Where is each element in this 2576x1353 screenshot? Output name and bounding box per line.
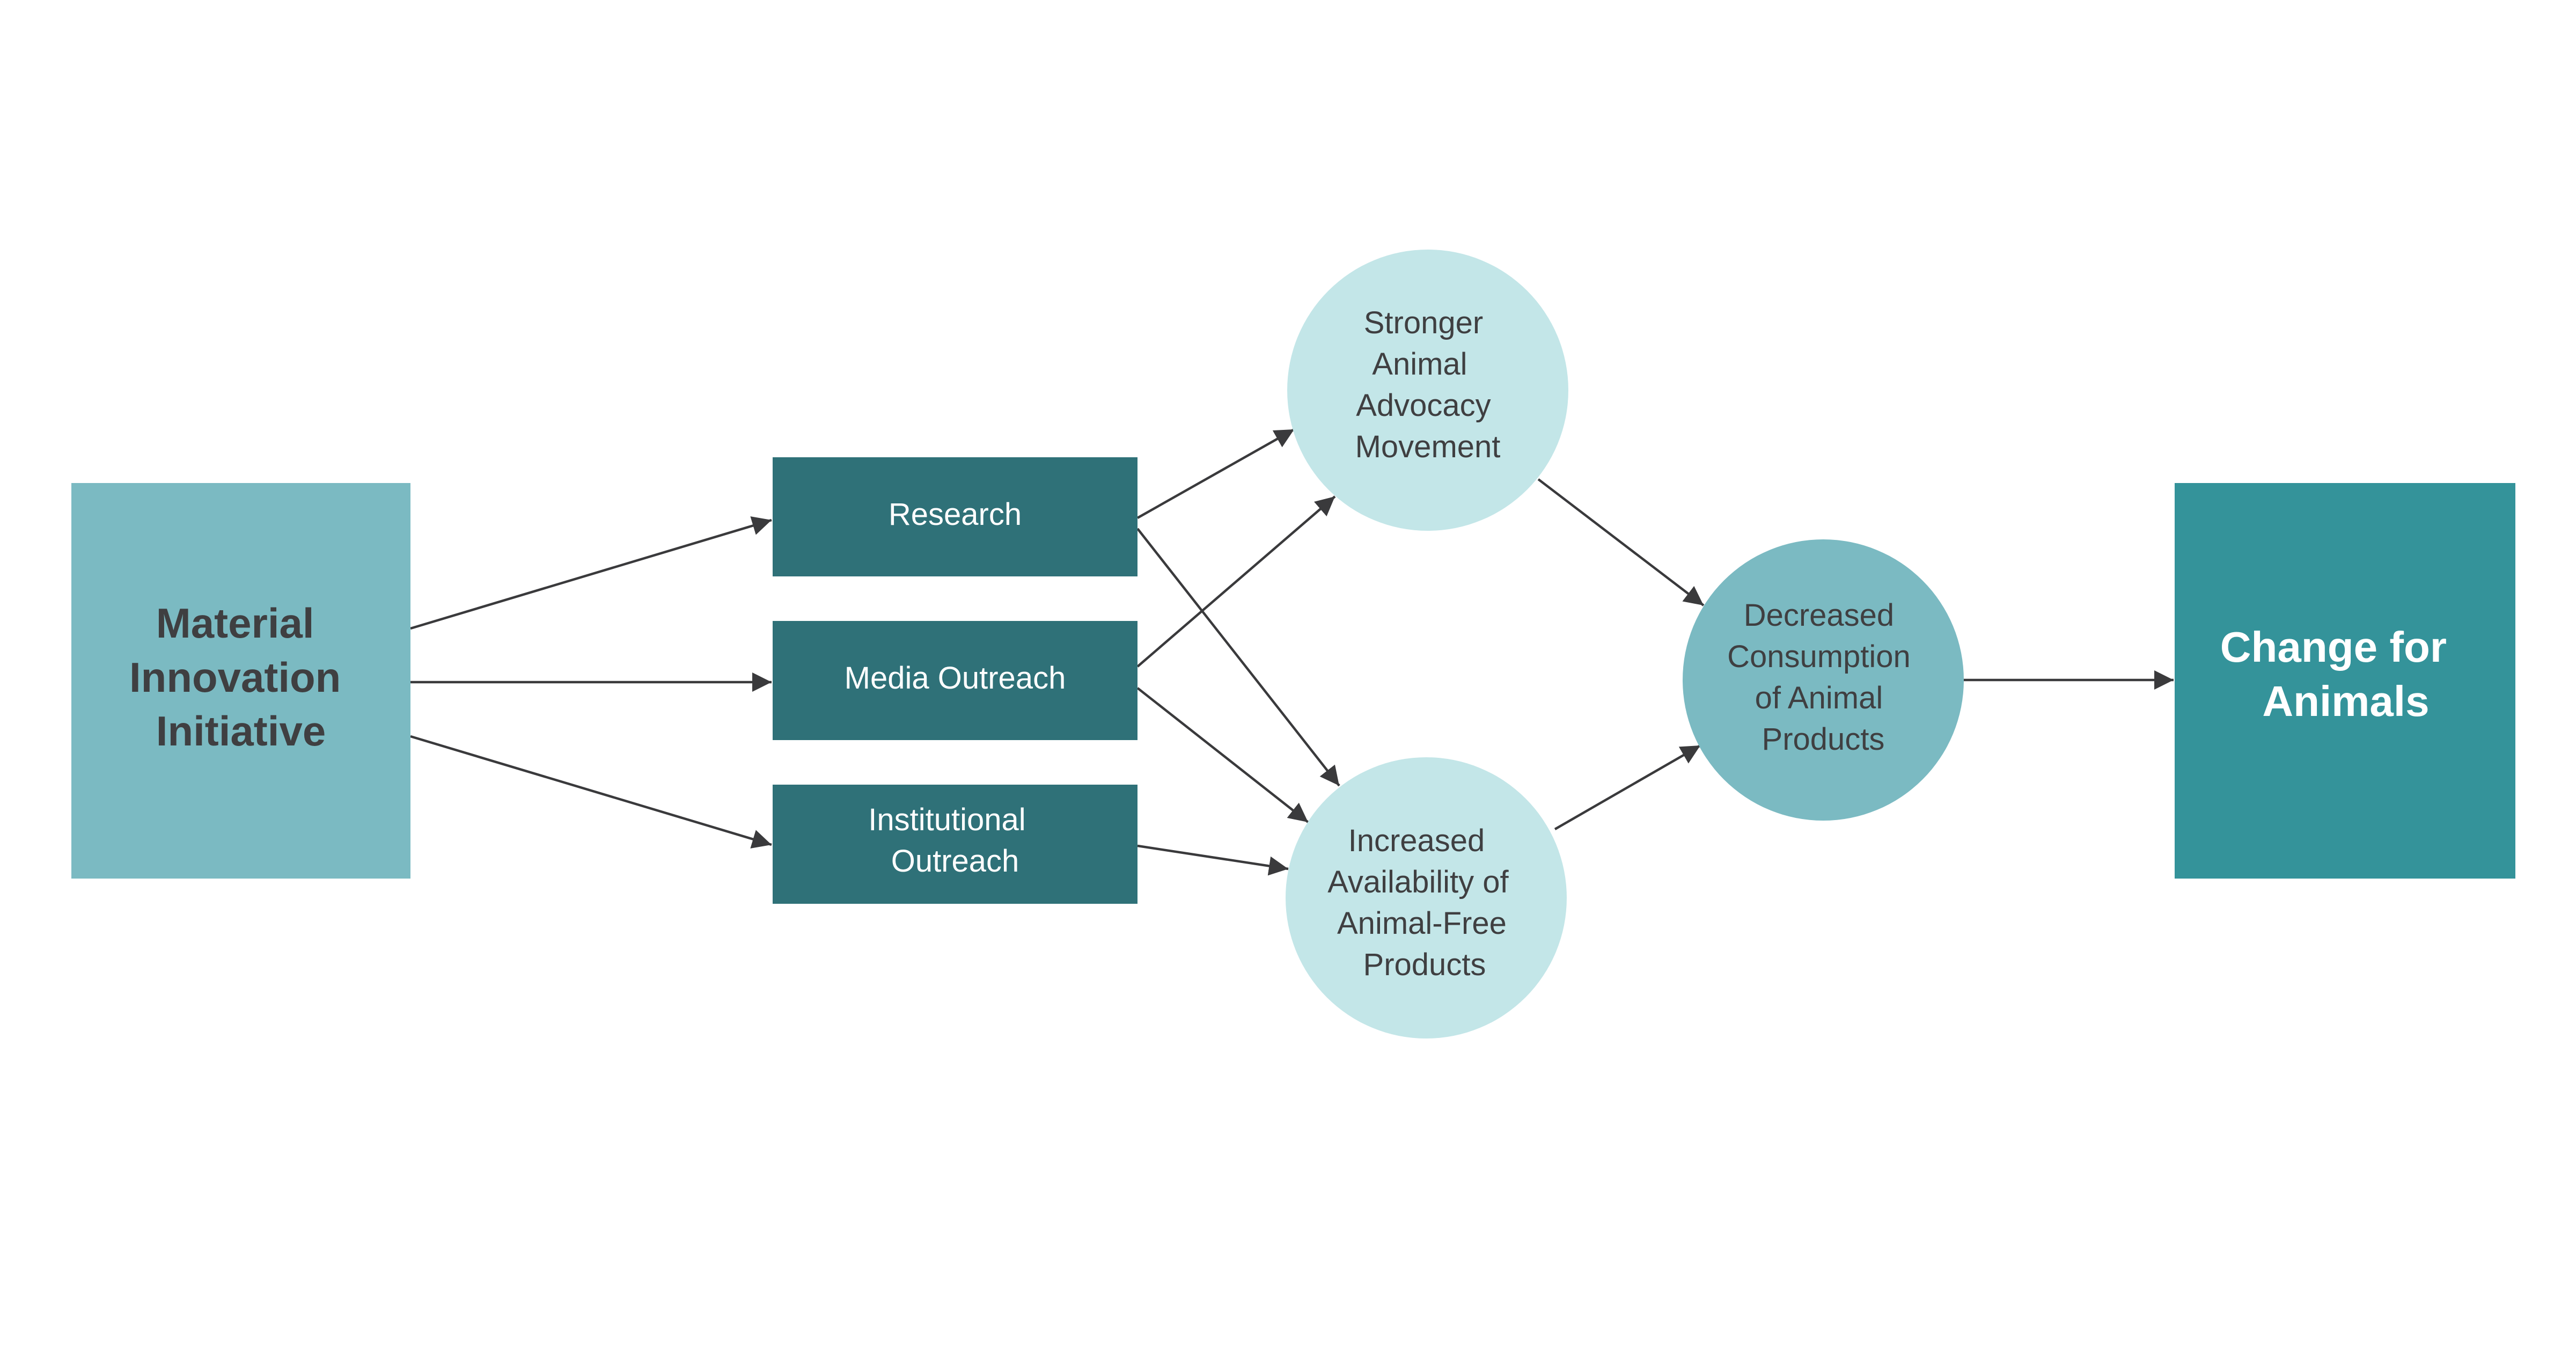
connector-arrows (410, 428, 2174, 876)
arrow-research-to-availability (1136, 528, 1340, 787)
node-institutional-outreach: Institutional Outreach (773, 785, 1137, 904)
node-increased-availability-of-animal-free-products: Increased Availability of Animal-Free Pr… (1286, 757, 1567, 1038)
node-research-line-1: Research (889, 497, 1022, 532)
node-decreased-consumption-line-3: of Animal (1755, 681, 1883, 715)
node-institutional-outreach-line-1: Institutional (868, 802, 1025, 837)
node-stronger-animal-advocacy-movement-line-4: Movement (1355, 429, 1501, 464)
node-increased-availability-line-1: Increased (1348, 823, 1485, 858)
node-increased-availability-line-3: Animal-Free (1337, 906, 1507, 941)
node-change-for-animals-line-2: Animals (2262, 677, 2429, 725)
arrow-advocacy-to-consumption (1537, 478, 1705, 606)
node-material-innovation-initiative-line-1: Material (156, 599, 314, 647)
node-research-shape (773, 457, 1137, 576)
svg-text:Stronger Animal Ad: Stronger Animal Advocacy Movement (1355, 305, 1501, 464)
svg-text:Media Outreach: Media Outreach (845, 661, 1066, 696)
node-institutional-outreach-shape (773, 785, 1137, 904)
node-increased-availability-line-2: Availability of (1327, 865, 1509, 899)
node-increased-availability-line-4: Products (1363, 947, 1486, 982)
node-stronger-animal-advocacy-movement-line-1: Stronger (1364, 305, 1483, 340)
node-research: Research (773, 457, 1137, 576)
node-decreased-consumption-line-1: Decreased (1744, 598, 1894, 633)
svg-text:Change for Animals: Change for Animals (2220, 623, 2458, 725)
node-stronger-animal-advocacy-movement-shape (1287, 250, 1568, 531)
node-media-outreach: Media Outreach (773, 621, 1137, 740)
node-media-outreach-shape (773, 621, 1137, 740)
arrow-media-to-availability (1136, 687, 1309, 823)
node-change-for-animals: Change for Animals (2175, 483, 2515, 879)
svg-text:Decreased Consumption: Decreased Consumption of Animal Products (1727, 598, 1919, 757)
svg-text:Material Innovation: Material Innovation Initiative (129, 599, 353, 755)
node-change-for-animals-shape (2175, 483, 2515, 879)
node-material-innovation-initiative: Material Innovation Initiative (71, 483, 410, 879)
node-decreased-consumption-line-2: Consumption (1727, 639, 1911, 674)
arrow-media-to-advocacy (1136, 495, 1336, 668)
node-material-innovation-initiative-shape (71, 483, 410, 879)
arrow-availability-to-consumption (1554, 744, 1701, 830)
node-decreased-consumption-line-4: Products (1762, 722, 1885, 757)
node-material-innovation-initiative-line-2: Innovation (129, 654, 341, 701)
node-increased-availability-of-animal-free-products-shape (1286, 757, 1567, 1038)
arrow-institutional-to-availability (1137, 844, 1289, 876)
node-material-innovation-initiative-line-3: Initiative (156, 707, 326, 755)
node-stronger-animal-advocacy-movement-line-2: Animal (1372, 347, 1467, 382)
svg-text:Research: Research (889, 497, 1022, 532)
arrow-source-to-institutional (410, 735, 772, 849)
node-media-outreach-line-1: Media Outreach (845, 661, 1066, 696)
node-decreased-consumption-of-animal-products-shape (1683, 539, 1964, 821)
node-stronger-animal-advocacy-movement: Stronger Animal Advocacy Movement (1287, 250, 1568, 531)
svg-text:Institutional Outreach: Institutional Outreach (868, 802, 1034, 879)
node-decreased-consumption-of-animal-products: Decreased Consumption of Animal Products (1683, 539, 1964, 821)
node-institutional-outreach-line-2: Outreach (891, 844, 1019, 879)
arrow-source-to-research (410, 516, 772, 630)
arrow-research-to-advocacy (1136, 428, 1295, 519)
node-change-for-animals-line-1: Change for (2220, 623, 2447, 671)
svg-text:Increased Availability o: Increased Availability of Animal-Free Pr… (1327, 823, 1517, 982)
node-stronger-animal-advocacy-movement-line-3: Advocacy (1356, 388, 1491, 423)
